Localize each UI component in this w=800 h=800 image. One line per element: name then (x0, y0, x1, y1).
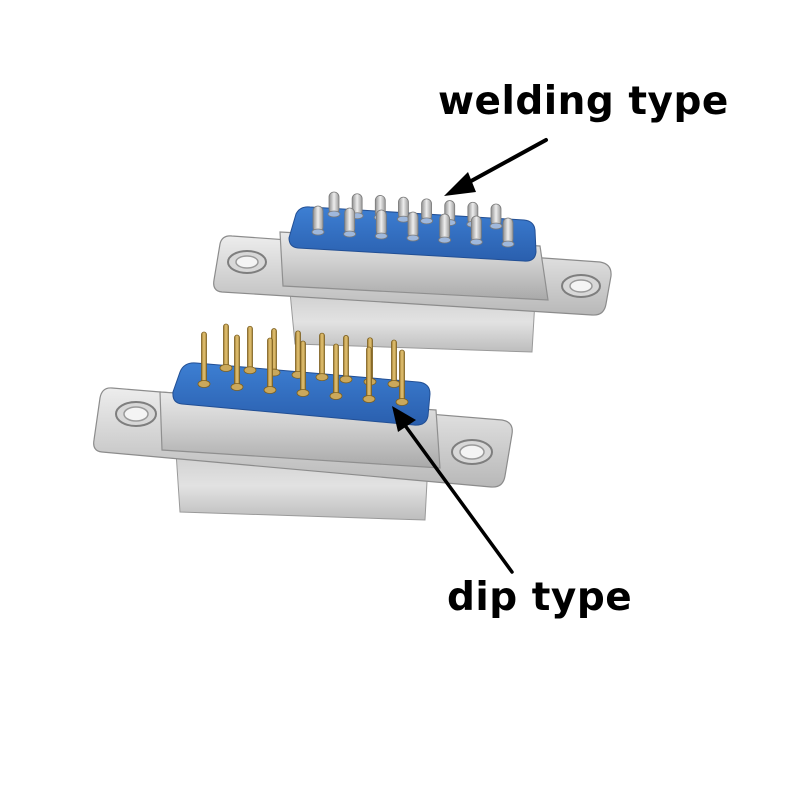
welding-pin (501, 217, 515, 248)
dip-pin (197, 331, 211, 388)
dip-type-label: dip type (447, 575, 633, 620)
welding-pin (343, 207, 357, 238)
welding-pin (374, 209, 388, 240)
welding-pin (311, 205, 325, 236)
welding-arrow (444, 138, 548, 196)
welding-pin (489, 203, 503, 230)
dip-pin (296, 340, 310, 397)
dip-pin (263, 337, 277, 394)
welding-pins (311, 191, 515, 248)
dip-pin (387, 339, 401, 388)
welding-pin (397, 196, 410, 223)
dip-pin (395, 349, 409, 406)
welding-pin (469, 215, 483, 246)
dip-arrow (392, 406, 514, 574)
welding-pin (438, 213, 452, 244)
dip-pin (362, 346, 376, 403)
dip-pin (329, 343, 343, 400)
dip-pins (197, 323, 409, 406)
welding-pin (420, 198, 433, 225)
dip-pin (339, 335, 353, 384)
welding-type-label: welding type (438, 79, 729, 124)
dip-pin (230, 334, 244, 391)
dip-type-connector (93, 323, 513, 521)
dip-pin (243, 325, 257, 375)
dip-pin (315, 332, 329, 382)
welding-pin (406, 211, 420, 242)
dip-pin (219, 323, 233, 372)
welding-type-connector (213, 191, 612, 353)
welding-pin (327, 191, 341, 218)
